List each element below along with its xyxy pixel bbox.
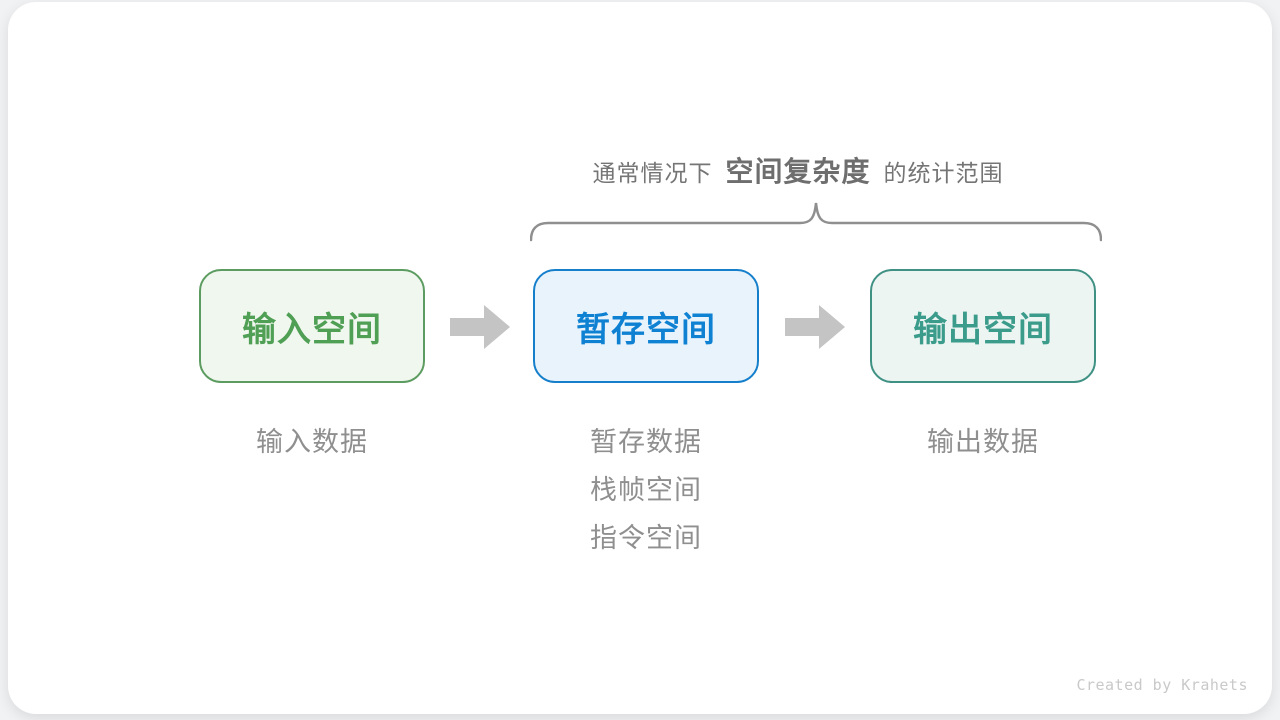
temp-space-label: 暂存空间 [576, 310, 716, 349]
temp-space-note-2: 栈帧空间 [590, 475, 702, 505]
credit-text: Created by Krahets [1076, 676, 1248, 694]
temp-space-note-1: 暂存数据 [590, 427, 702, 457]
input-space-box: 输入空间 [199, 269, 425, 383]
top-curly-brace-icon [530, 202, 1102, 242]
scope-title-suffix: 的统计范围 [883, 160, 1004, 186]
diagram-card: 通常情况下 空间复杂度 的统计范围 输入空间 暂存空间 输出空间 输入数据 暂存… [8, 2, 1272, 714]
arrow-right-icon [450, 305, 510, 349]
scope-title-prefix: 通常情况下 [592, 160, 713, 186]
scope-title-highlight: 空间复杂度 [725, 156, 871, 187]
output-space-note: 输出数据 [927, 427, 1039, 457]
temp-space-box: 暂存空间 [533, 269, 759, 383]
input-space-note: 输入数据 [256, 427, 368, 457]
output-space-label: 输出空间 [913, 310, 1053, 349]
temp-space-note-3: 指令空间 [590, 523, 702, 553]
input-space-label: 输入空间 [242, 310, 382, 349]
arrow-right-icon [785, 305, 845, 349]
output-space-box: 输出空间 [870, 269, 1096, 383]
scope-title: 通常情况下 空间复杂度 的统计范围 [498, 150, 1098, 188]
